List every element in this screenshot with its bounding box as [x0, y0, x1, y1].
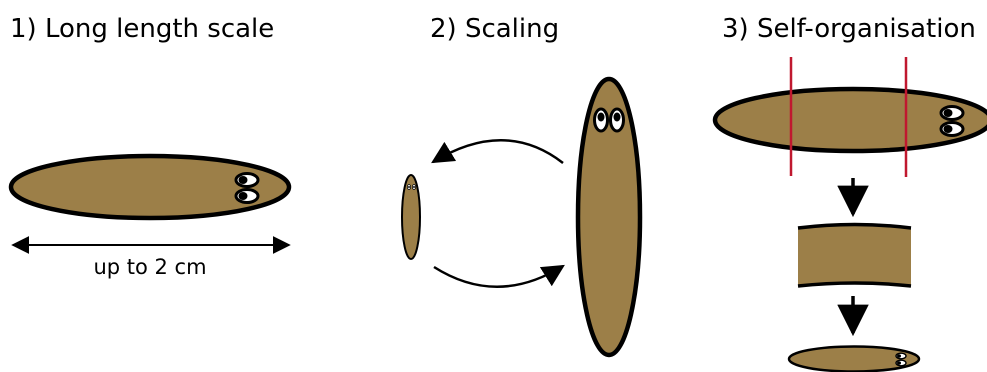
panel-1-title: 1) Long length scale	[10, 14, 274, 44]
cut-fragment	[797, 222, 912, 288]
eye-icon	[939, 105, 965, 121]
panel-2-title: 2) Scaling	[430, 14, 559, 44]
eye-icon	[593, 107, 609, 133]
eye-icon	[234, 172, 260, 188]
length-caption: up to 2 cm	[93, 255, 206, 279]
flatworm-large	[575, 76, 643, 358]
eye-icon	[939, 121, 965, 137]
panel-3-title: 3) Self-organisation	[722, 14, 976, 44]
lower-curved-arrow	[433, 264, 565, 288]
panel-scaling: 2) Scaling	[401, 14, 643, 358]
flatworm-small	[401, 174, 421, 260]
eye-icon	[411, 183, 416, 190]
eye-icon	[406, 183, 411, 190]
eye-icon	[895, 359, 907, 367]
upper-curved-arrow	[431, 139, 564, 164]
eye-icon	[895, 352, 907, 360]
eye-icon	[234, 188, 260, 204]
eye-icon	[609, 107, 625, 133]
flatworm-before-cut	[712, 86, 987, 154]
flatworm-long	[8, 153, 292, 221]
flatworm-regenerated	[787, 345, 921, 372]
panel-long-length-scale: 1) Long length scale up to 2 cm	[8, 14, 292, 279]
panel-self-organisation: 3) Self-organisation	[712, 14, 987, 372]
